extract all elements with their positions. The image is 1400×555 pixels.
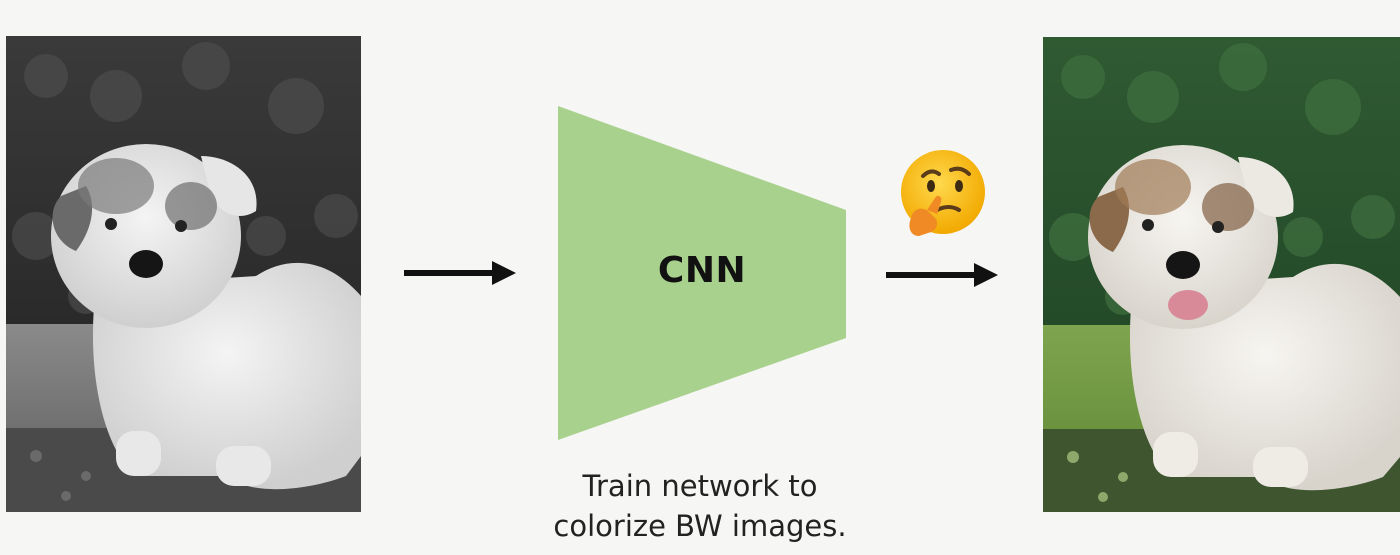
caption-line-1: Train network to: [582, 469, 818, 503]
grayscale-dog-photo: [6, 36, 361, 512]
thinking-face-icon: [901, 150, 985, 236]
right-arrow-icon: [404, 261, 516, 285]
colorized-dog-photo: [1043, 37, 1400, 512]
cnn-label: CNN: [657, 250, 747, 291]
cnn-block: [558, 106, 846, 440]
caption: Train network to colorize BW images.: [520, 466, 880, 546]
caption-line-2: colorize BW images.: [553, 509, 847, 543]
right-arrow-icon: [886, 263, 998, 287]
